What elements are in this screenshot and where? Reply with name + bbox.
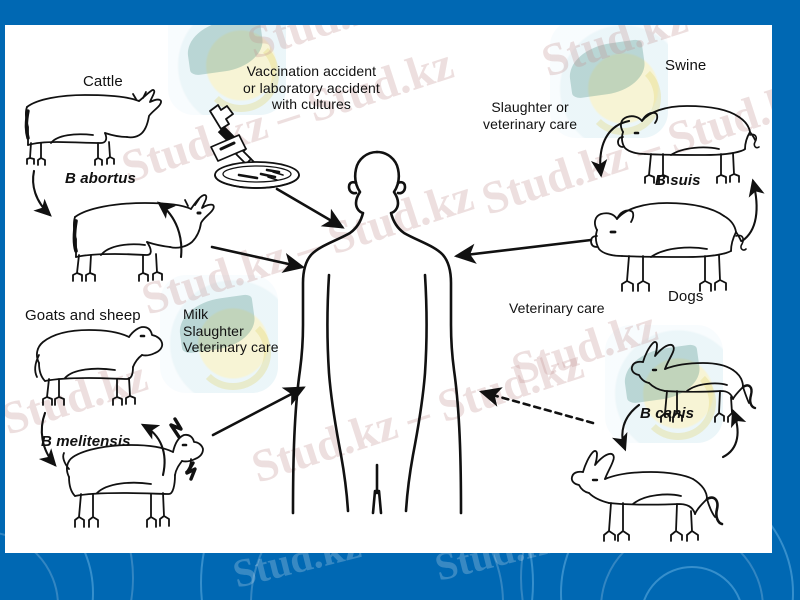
microscope-slide-icon (210, 134, 247, 162)
diagram-artwork (5, 25, 772, 553)
cycle-cattle-arrows (32, 169, 183, 259)
label-b-canis: B canis (640, 405, 695, 422)
dog-bottom-figure (570, 450, 724, 542)
cycle-swine-arrows (591, 119, 765, 243)
label-goats-and-sheep: Goats and sheep (25, 307, 141, 324)
swine-top-figure (617, 105, 760, 184)
label-milk-routes: Milk Slaughter Veterinary care (183, 306, 279, 356)
cycle-dogs-arrows (612, 403, 747, 459)
cycle-goats-arrows (38, 411, 166, 477)
petri-dish-icon (214, 161, 300, 189)
human-silhouette (291, 150, 463, 515)
swine-bottom-figure (590, 202, 747, 292)
label-vaccination-accident: Vaccination accident or laboratory accid… (243, 63, 380, 113)
sheep-top-figure (34, 326, 164, 406)
label-b-suis: B suis (655, 172, 701, 189)
label-slaughter-or-veterinary-care: Slaughter or veterinary care (483, 99, 578, 132)
label-swine: Swine (665, 57, 707, 74)
label-b-melitensis: B melitensis (41, 433, 131, 450)
label-dogs: Dogs (668, 288, 704, 305)
cattle-top-figure (24, 89, 162, 166)
goat-bottom-figure (62, 417, 204, 528)
dog-top-figure (630, 341, 757, 423)
label-cattle: Cattle (83, 73, 123, 90)
cattle-bottom-figure (72, 194, 215, 282)
label-b-abortus: B abortus (65, 170, 136, 187)
label-veterinary-care: Veterinary care (509, 300, 605, 316)
main-transmission-arrows (210, 187, 595, 437)
diagram-canvas: Stud.kz – Stud.kz Stud.kz Stud.kz – Stud… (5, 25, 772, 553)
